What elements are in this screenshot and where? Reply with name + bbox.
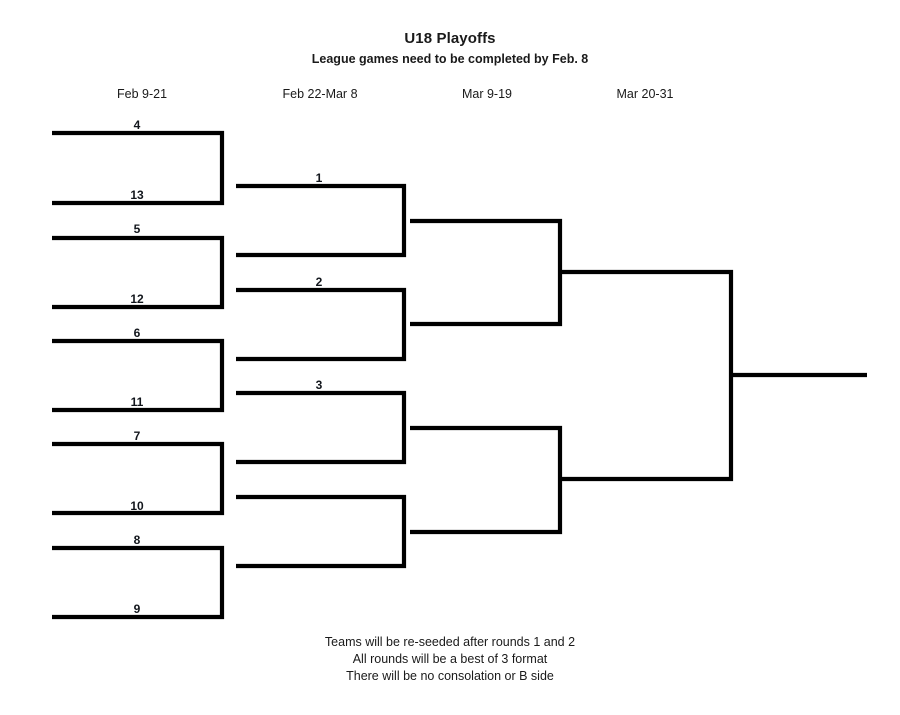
slot-label-r2-m3-top: 3 [315,378,323,392]
slot-label-r1-m3-bottom: 11 [130,395,144,409]
round2-matchup-1 [236,183,407,258]
round3-matchup-1 [410,218,563,327]
round-header-round-4: Mar 20-31 [616,87,674,101]
slot-label-r1-m2-bottom: 12 [130,292,144,306]
round1-matchup-1 [52,130,225,206]
round1-matchup-3 [52,338,225,413]
round2-matchup-3 [236,390,407,465]
round2-matchup-4 [236,494,407,569]
round3-matchup-2 [410,425,563,535]
page-subtitle: League games need to be completed by Feb… [311,52,589,66]
slot-label-r1-m1-bottom: 13 [130,188,144,202]
slot-label-r2-m2-top: 2 [315,275,323,289]
round1-matchup-5 [52,545,225,620]
slot-label-r1-m5-top: 8 [133,533,141,547]
slot-label-r1-m1-top: 4 [133,118,141,132]
slot-label-r1-m5-bottom: 9 [133,602,141,616]
round-header-round-3: Mar 9-19 [461,87,513,101]
footer-note-1: Teams will be re-seeded after rounds 1 a… [324,635,576,649]
round1-matchup-2 [52,235,225,310]
round2-matchup-2 [236,287,407,362]
footer-note-3: There will be no consolation or B side [346,669,554,683]
slot-label-r1-m3-top: 6 [133,326,141,340]
round-header-round-1: Feb 9-21 [116,87,168,101]
slot-label-r1-m4-bottom: 10 [130,499,144,513]
slot-label-r2-m1-top: 1 [315,171,323,185]
round4-final-matchup [560,269,734,482]
footer-note-2: All rounds will be a best of 3 format [352,652,548,666]
slot-label-r1-m2-top: 5 [133,222,141,236]
page-title: U18 Playoffs [404,30,496,47]
round-header-round-2: Feb 22-Mar 8 [282,87,358,101]
slot-label-r1-m4-top: 7 [133,429,141,443]
round1-matchup-4 [52,441,225,516]
